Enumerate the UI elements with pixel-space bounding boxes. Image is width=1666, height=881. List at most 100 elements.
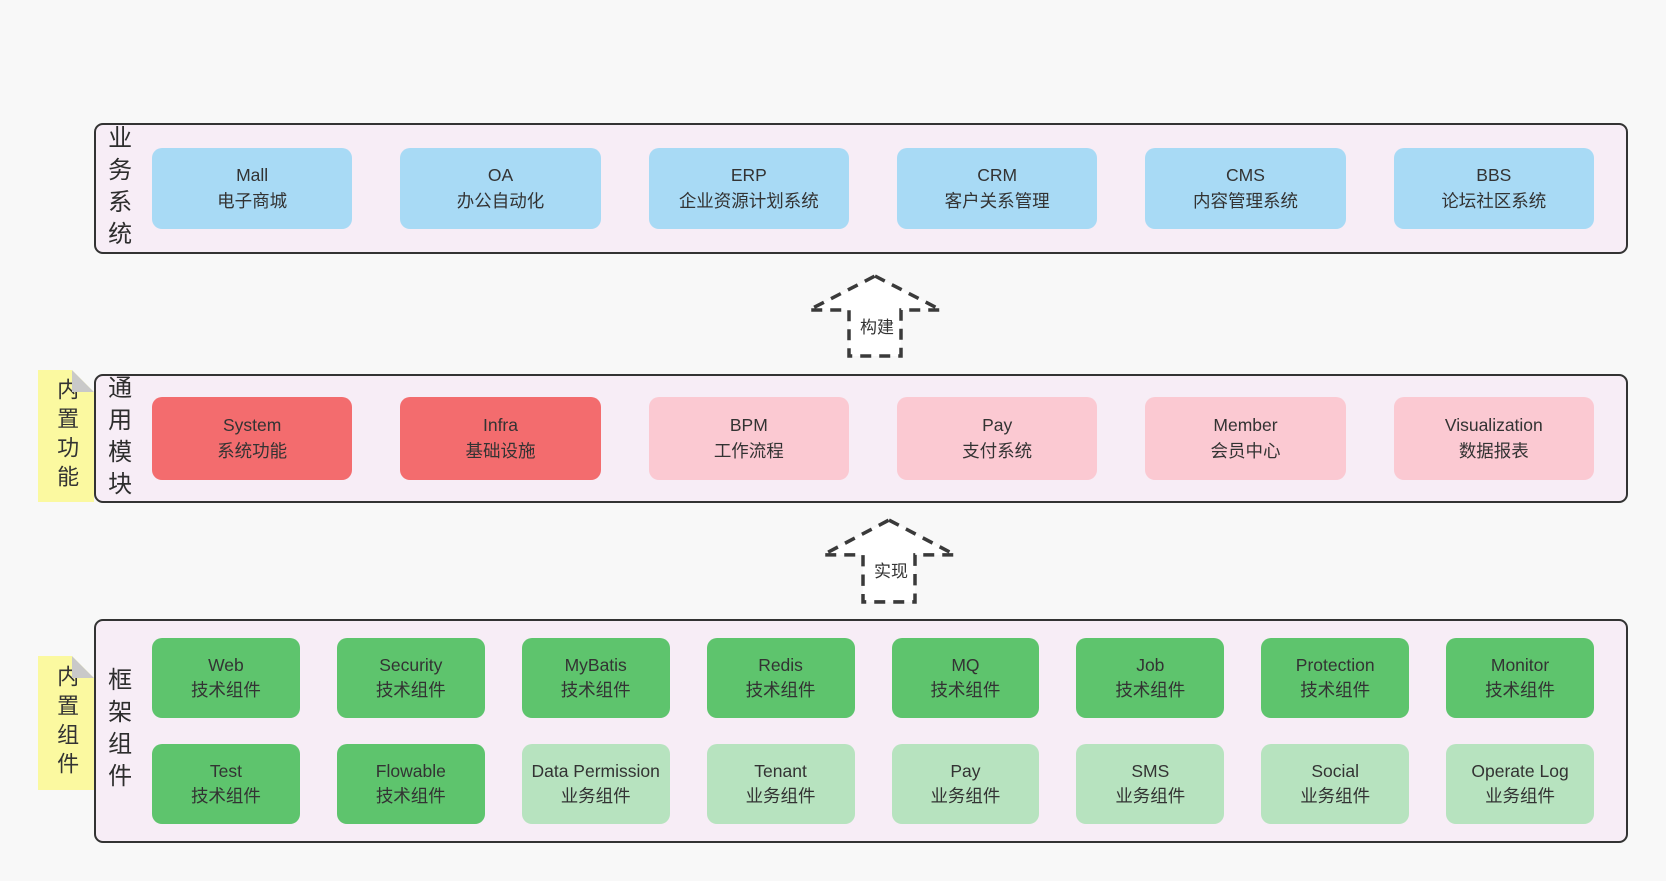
box-redis: Redis 技术组件 [706,638,855,718]
box-title: MQ [951,654,980,675]
box-subtitle: 企业资源计划系统 [678,190,819,211]
box-subtitle: 技术组件 [375,680,446,700]
box-title: Infra [482,415,518,436]
box-job: Job 技术组件 [1076,638,1225,718]
box-title: Web [208,654,244,675]
band-label-business-systems: 业务系统 [103,124,131,253]
box-infra: Infra 基础设施 [400,397,601,480]
box-title: BPM [729,415,768,436]
box-subtitle: 技术组件 [190,680,261,700]
box-subtitle: 技术组件 [745,680,816,700]
box-subtitle: 技术组件 [375,786,446,806]
implement-arrow-icon [822,518,956,604]
band-common-modules: 通用模块 System 系统功能 Infra 基础设施 BPM 工作流程 Pay 支付系统 Me… [94,374,1628,503]
box-title: Pay [982,415,1013,436]
box-subtitle: 内容管理系统 [1192,190,1298,211]
box-cms: CMS 内容管理系统 [1145,148,1346,229]
box-subtitle: 技术组件 [190,786,261,806]
box-subtitle: 业务组件 [1115,786,1186,806]
box-title: Job [1136,654,1165,675]
box-sms: SMS 业务组件 [1076,744,1225,824]
box-subtitle: 系统功能 [217,440,288,461]
sticky-note-builtin-components-text: 内置组件 [54,665,80,781]
box-subtitle: 基础设施 [465,440,536,461]
box-operate-log: Operate Log 业务组件 [1446,744,1594,824]
box-subtitle: 业务组件 [930,786,1001,806]
common-modules-grid: System 系统功能 Infra 基础设施 BPM 工作流程 Pay 支付系统 Member 会… [152,376,1594,501]
box-title: Member [1213,415,1278,436]
box-subtitle: 业务组件 [1485,786,1556,806]
box-subtitle: 论坛社区系统 [1441,190,1547,211]
arrow-label-build: 构建 [860,318,894,337]
folded-corner-icon [72,656,94,678]
box-title: Protection [1295,654,1375,675]
box-subtitle: 技术组件 [930,680,1001,700]
box-social: Social 业务组件 [1261,744,1410,824]
box-title: Redis [758,654,803,675]
box-subtitle: 工作流程 [713,440,784,461]
build-arrow-icon [808,274,942,358]
arrow-label-implement: 实现 [874,562,908,581]
box-bpm: BPM 工作流程 [648,397,849,480]
box-mall: Mall 电子商城 [152,148,353,229]
box-mq: MQ 技术组件 [891,638,1040,718]
box-mybatis: MyBatis 技术组件 [521,638,670,718]
box-subtitle: 数据报表 [1458,440,1529,461]
box-data-permission: Data Permission 业务组件 [521,744,670,824]
box-title: Data Permission [531,760,660,781]
box-visualization: Visualization 数据报表 [1393,397,1594,480]
box-member: Member 会员中心 [1145,397,1346,480]
box-subtitle: 会员中心 [1210,440,1281,461]
box-protection: Protection 技术组件 [1261,638,1410,718]
sticky-note-builtin-features-text: 内置功能 [54,378,80,494]
box-title: CMS [1226,165,1265,186]
box-title: Mall [236,165,269,186]
box-title: SMS [1131,760,1170,781]
box-erp: ERP 企业资源计划系统 [648,148,849,229]
business-systems-grid: Mall 电子商城 OA 办公自动化 ERP 企业资源计划系统 CRM 客户关系管理 CMS 内容… [152,125,1594,252]
box-title: Visualization [1444,415,1543,436]
box-subtitle: 业务组件 [560,786,631,806]
box-subtitle: 技术组件 [1300,680,1371,700]
box-subtitle: 技术组件 [560,680,631,700]
sticky-note-builtin-components: 内置组件 [38,656,94,790]
box-bbs: BBS 论坛社区系统 [1393,148,1594,229]
band-label-framework-components: 框架组件 [103,667,131,795]
box-subtitle: 电子商城 [217,190,288,211]
folded-corner-icon [72,370,94,392]
box-title: Monitor [1490,654,1550,675]
box-web: Web 技术组件 [152,638,300,718]
box-title: Operate Log [1471,760,1569,781]
box-title: ERP [730,165,767,186]
box-crm: CRM 客户关系管理 [896,148,1098,229]
box-title: MyBatis [564,654,627,675]
box-flowable: Flowable 技术组件 [336,744,485,824]
box-title: System [222,415,282,436]
box-subtitle: 办公自动化 [456,190,545,211]
box-title: BBS [1476,165,1512,186]
box-title: CRM [977,165,1018,186]
box-title: OA [487,165,514,186]
box-oa: OA 办公自动化 [400,148,601,229]
box-title: Pay [950,760,981,781]
band-business-systems: 业务系统 Mall 电子商城 OA 办公自动化 ERP 企业资源计划系统 CRM 客户关系管理… [94,123,1628,254]
box-system: System 系统功能 [152,397,353,480]
box-title: Social [1311,760,1360,781]
box-subtitle: 业务组件 [1300,786,1371,806]
box-title: Flowable [375,760,446,781]
sticky-note-builtin-features: 内置功能 [38,370,94,502]
box-subtitle: 客户关系管理 [944,190,1050,211]
band-label-common-modules: 通用模块 [103,374,131,503]
box-subtitle: 技术组件 [1115,680,1186,700]
box-subtitle: 业务组件 [745,786,816,806]
box-pay: Pay 业务组件 [891,744,1040,824]
box-pay: Pay 支付系统 [896,397,1098,480]
box-subtitle: 支付系统 [962,440,1033,461]
